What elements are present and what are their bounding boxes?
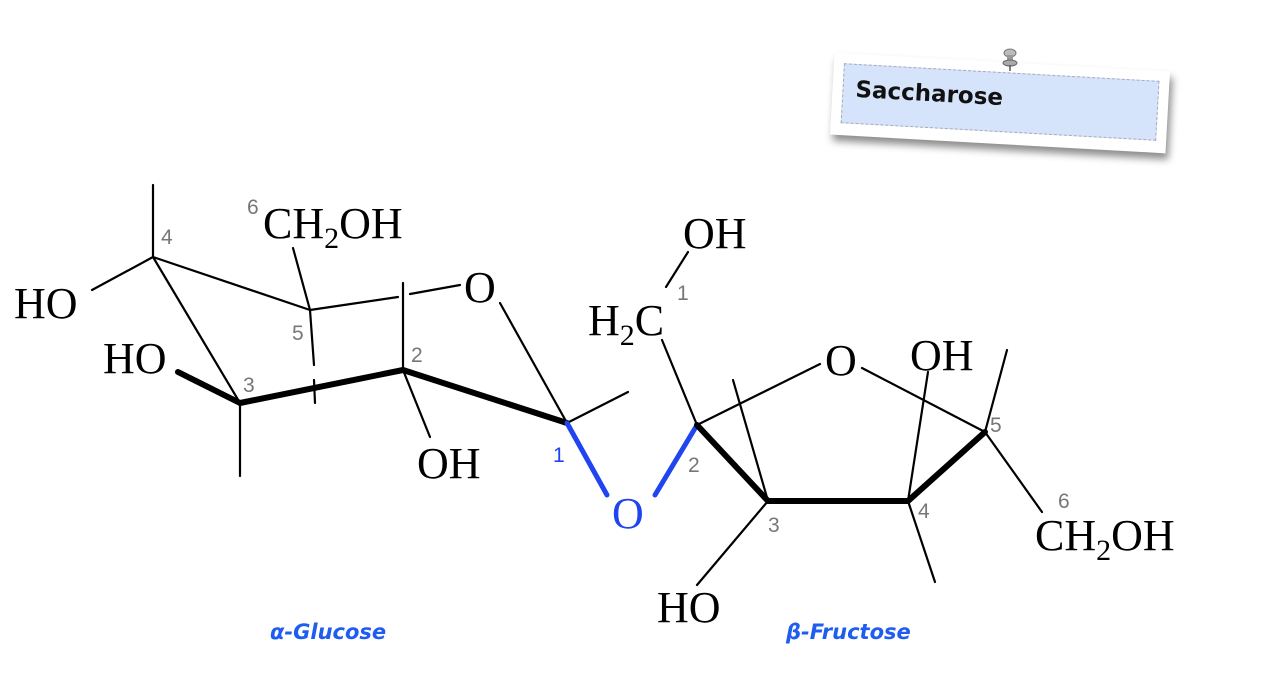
glucose-c2-hydroxyl: OH — [417, 439, 481, 488]
fructose-c3-hydroxyl: HO — [657, 583, 721, 632]
glucose-ch2oh: CH2OH — [263, 199, 403, 255]
fructose-ch2oh: CH2OH — [1035, 511, 1175, 567]
fructose-bonds — [660, 250, 1044, 587]
fructose-c4-hydroxyl: OH — [910, 331, 974, 380]
glucose-carbon-5-number: 5 — [292, 322, 304, 345]
glucose-carbon-6-number: 6 — [247, 196, 259, 219]
glucose-carbon-1-number: 1 — [553, 444, 565, 467]
glycosidic-oxygen: O — [612, 489, 644, 538]
fructose-caption: β-Fructose — [785, 620, 911, 644]
fructose-carbon-6-number: 6 — [1058, 490, 1070, 513]
title-note-label: Saccharose — [854, 76, 1004, 112]
fructose-h2c: H2C — [588, 296, 664, 352]
fructose-carbon-4-number: 4 — [918, 500, 930, 523]
fructose-c1-hydroxyl: OH — [683, 209, 747, 258]
glucose-carbon-4-number: 4 — [161, 226, 173, 249]
fructose-carbon-1-number: 1 — [677, 282, 689, 305]
glucose-caption: α-Glucose — [270, 620, 386, 644]
glucose-c4-hydroxyl: HO — [14, 279, 78, 328]
glucose-carbon-2-number: 2 — [411, 344, 423, 367]
fructose-carbon-2-number: 2 — [688, 454, 700, 477]
glucose-c3-hydroxyl: HO — [103, 334, 167, 383]
glucose-carbon-3-number: 3 — [243, 374, 255, 397]
glucose-ring-oxygen: O — [464, 263, 496, 312]
glucose-bonds — [90, 183, 630, 478]
glycosidic-bond — [564, 420, 700, 498]
fructose-carbon-3-number: 3 — [768, 514, 780, 537]
fructose-ring-oxygen: O — [825, 336, 857, 385]
title-note-panel: Saccharose — [840, 63, 1160, 141]
pushpin-icon — [1002, 48, 1018, 71]
fructose-carbon-5-number: 5 — [990, 414, 1002, 437]
